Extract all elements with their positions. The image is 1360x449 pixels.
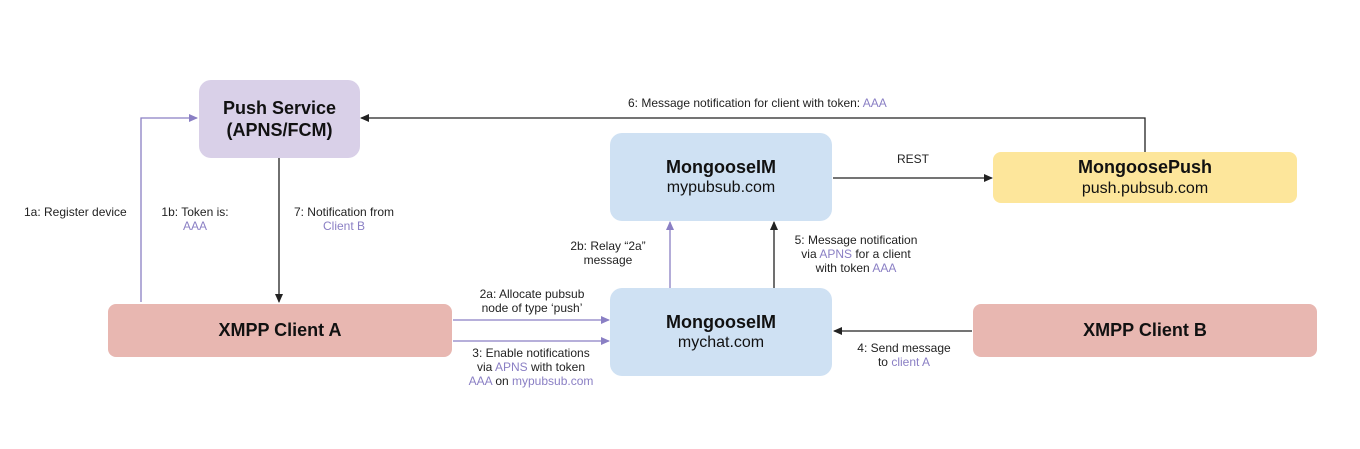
label-1a-register-device: 1a: Register device [24, 205, 127, 219]
label-5-for-client: for a client [852, 247, 911, 261]
mongooseim-chat-node: MongooseIM mychat.com [610, 288, 832, 376]
xmpp-client-b-node: XMPP Client B [973, 304, 1317, 357]
label-3-on: on [491, 374, 512, 388]
mongooseim-pubsub-node: MongooseIM mypubsub.com [610, 133, 832, 221]
label-5-via: via [801, 247, 820, 261]
label-5-with-token: with token [815, 261, 873, 275]
label-7-notification: 7: Notification from Client B [286, 205, 402, 233]
label-6-message-notification: 6: Message notification for client with … [628, 96, 887, 110]
label-1b-token: 1b: Token is: AAA [158, 205, 232, 233]
label-3-line3: AAA on mypubsub.com [456, 374, 606, 388]
edge-1a-register-device [140, 114, 198, 302]
label-2b-line1: 2b: Relay “2a” [570, 239, 646, 253]
push-service-title-line2: (APNS/FCM) [226, 120, 333, 140]
label-4-client: client A [891, 355, 931, 369]
label-5-token: AAA [872, 261, 897, 275]
mongoosepush-domain: push.pubsub.com [1081, 179, 1209, 197]
mongooseim-chat-domain: mychat.com [677, 334, 765, 352]
label-4-to: to [877, 355, 892, 369]
label-7-line1: 7: Notification from [293, 205, 395, 219]
label-3-line1: 3: Enable notifications [472, 346, 590, 360]
label-7-client: Client B [322, 219, 366, 233]
label-2b-relay: 2b: Relay “2a” message [556, 239, 660, 267]
xmpp-client-a-node: XMPP Client A [108, 304, 452, 357]
label-3-token: AAA [468, 374, 492, 388]
label-5-apns: APNS [819, 247, 852, 261]
mongoosepush-title: MongoosePush [1078, 157, 1212, 178]
label-1a-text: 1a: Register device [24, 205, 127, 219]
push-service-node: Push Service (APNS/FCM) [199, 80, 360, 158]
label-3-apns: APNS [494, 360, 528, 374]
label-rest-text: REST [897, 152, 930, 166]
label-5-line1: 5: Message notification [794, 233, 918, 247]
label-2a-line1: 2a: Allocate pubsub [479, 287, 585, 301]
label-1b-token-value: AAA [182, 219, 207, 233]
push-service-title-line1: Push Service [222, 97, 337, 118]
label-6-text: 6: Message notification for client with … [628, 96, 863, 110]
label-3-with-token: with token [527, 360, 586, 374]
mongooseim-pubsub-domain: mypubsub.com [666, 179, 776, 197]
xmpp-client-b-title: XMPP Client B [1083, 320, 1207, 341]
label-4-line1: 4: Send message [857, 341, 951, 355]
label-3-via: via [476, 360, 495, 374]
label-5-line2: via APNS for a client [786, 247, 926, 261]
label-2a-line2: node of type ‘push’ [481, 301, 583, 315]
label-5-line3: with token AAA [786, 261, 926, 275]
edge-6-message-notification [360, 114, 1146, 152]
label-6-token: AAA [862, 96, 887, 110]
label-3-enable-notifications: 3: Enable notifications via APNS with to… [456, 346, 606, 388]
label-2a-allocate: 2a: Allocate pubsub node of type ‘push’ [464, 287, 600, 315]
label-rest: REST [897, 152, 929, 166]
label-3-line2: via APNS with token [456, 360, 606, 374]
label-2b-line2: message [583, 253, 633, 267]
mongoosepush-node: MongoosePush push.pubsub.com [993, 152, 1297, 203]
label-4-line2: to client A [845, 355, 963, 369]
mongooseim-pubsub-title: MongooseIM [666, 156, 776, 177]
xmpp-client-a-title: XMPP Client A [218, 320, 342, 341]
label-4-send-message: 4: Send message to client A [845, 341, 963, 369]
label-5-message-notification: 5: Message notification via APNS for a c… [786, 233, 926, 275]
label-3-domain: mypubsub.com [512, 374, 594, 388]
mongooseim-chat-title: MongooseIM [666, 311, 776, 332]
label-1b-line1: 1b: Token is: [161, 205, 229, 219]
